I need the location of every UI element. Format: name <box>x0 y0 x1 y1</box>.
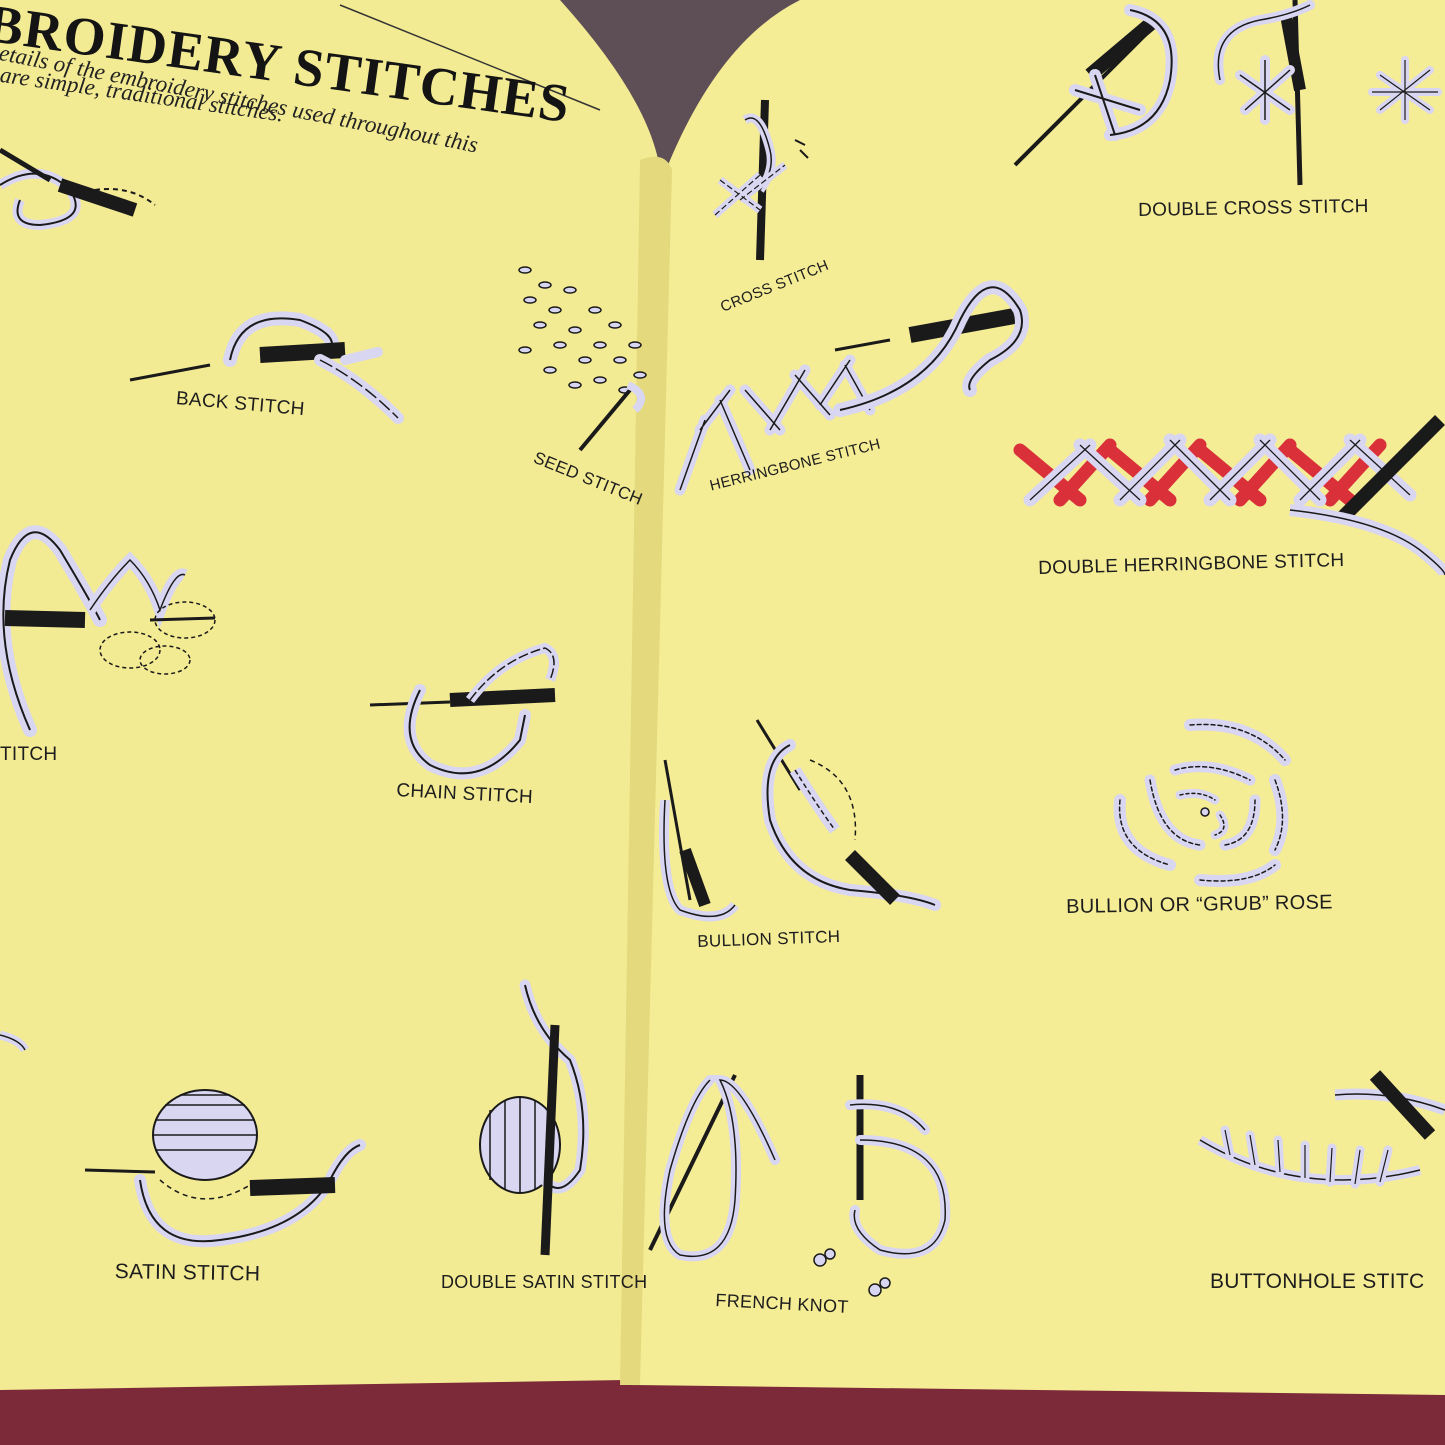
bullion-stitch-illustration <box>659 719 941 922</box>
back-stitch-illustration <box>129 311 404 424</box>
book-gutter <box>620 156 672 1386</box>
cross-stitch-illustration <box>712 99 809 261</box>
french-knot-illustration <box>648 1074 951 1297</box>
left-page <box>0 0 660 1390</box>
bullion-rose-illustration <box>1113 718 1291 887</box>
partial-stitch-left-edge <box>0 1030 30 1053</box>
herringbone-stitch-illustration <box>674 280 1029 496</box>
double-satin-stitch-label: DOUBLE SATIN STITCH <box>441 1272 648 1292</box>
seed-stitch-illustration <box>518 266 647 452</box>
double-satin-stitch-illustration <box>479 979 589 1256</box>
bullion-rose-label: BULLION OR “GRUB” ROSE <box>1066 891 1333 918</box>
satin-stitch-label: SATIN STITCH <box>114 1260 261 1286</box>
buttonhole-stitch-illustration <box>1197 1070 1445 1189</box>
double-herringbone-stitch-illustration <box>1013 415 1445 577</box>
running-stitch-illustration <box>0 147 156 231</box>
partial-stitch-label: TITCH <box>0 744 58 765</box>
satin-stitch-illustration <box>84 1089 366 1248</box>
buttonhole-stitch-label: BUTTONHOLE STITC <box>1210 1270 1425 1293</box>
chain-stitch-illustration <box>369 642 559 780</box>
double-cross-stitch-illustration <box>1013 0 1442 186</box>
double-cross-stitch-label: DOUBLE CROSS STITCH <box>1138 195 1369 221</box>
lazy-daisy-illustration <box>0 525 216 737</box>
right-page <box>630 0 1445 1395</box>
title-rule <box>339 4 601 111</box>
